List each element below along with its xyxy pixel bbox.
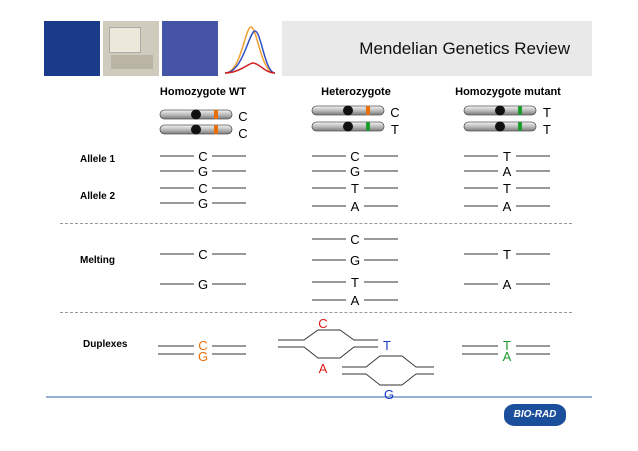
- chromosome-mut-top: [463, 105, 537, 116]
- base-melting-het-2: G: [349, 253, 361, 268]
- base-allele1-wt-bottom: G: [197, 164, 209, 179]
- base-melting-het-3: T: [351, 275, 359, 290]
- base-allele2-het-top: T: [351, 181, 359, 196]
- chromosome-label-mut-top: T: [543, 105, 551, 120]
- base-melting-mut-2: A: [502, 277, 512, 292]
- column-header-mut: Homozygote mutant: [455, 86, 561, 98]
- row-label-allele2: Allele 2: [80, 191, 116, 202]
- chromosome-mut-bottom: [463, 121, 537, 132]
- separator-2: [60, 312, 572, 313]
- chromosome-wt-top: [159, 109, 233, 120]
- base-allele2-mut-top: T: [503, 181, 511, 196]
- row-label-allele1: Allele 1: [80, 154, 116, 165]
- chromosome-label-het-bottom: T: [391, 122, 399, 137]
- base-duplex-het-t: T: [383, 338, 391, 353]
- base-allele2-wt-top: C: [198, 181, 208, 196]
- base-duplex-wt-top: C: [198, 338, 208, 353]
- base-duplex-het-a: A: [318, 361, 328, 376]
- column-header-wt: Homozygote WT: [159, 86, 247, 98]
- base-allele1-het-bottom: G: [349, 164, 361, 179]
- row-label-duplexes: Duplexes: [83, 339, 128, 350]
- base-duplex-wt-bottom: G: [197, 349, 209, 364]
- chromosome-label-mut-bottom: T: [543, 122, 551, 137]
- base-melting-het-1: C: [350, 232, 360, 247]
- base-allele2-mut-bottom: A: [502, 199, 512, 214]
- base-melting-mut-1: T: [503, 247, 511, 262]
- chromosome-label-wt-bottom: C: [238, 126, 248, 141]
- bio-rad-logo: BIO-RAD: [504, 404, 566, 426]
- base-allele1-wt-top: C: [198, 149, 208, 164]
- base-melting-wt-2: G: [197, 277, 209, 292]
- base-duplex-mut-bottom: A: [502, 349, 512, 364]
- base-allele2-wt-bottom: G: [197, 196, 209, 211]
- base-duplex-het-g: G: [383, 387, 395, 402]
- header-image-blue: [162, 21, 218, 76]
- base-allele2-het-bottom: A: [350, 199, 360, 214]
- base-melting-wt-1: C: [198, 247, 208, 262]
- base-duplex-het-c: C: [318, 316, 328, 331]
- header-image-navy: [44, 21, 100, 76]
- header-image-melt-curves: [221, 21, 277, 76]
- row-label-melting: Melting: [80, 255, 115, 266]
- base-allele1-mut-top: T: [503, 149, 511, 164]
- base-allele1-het-top: C: [350, 149, 360, 164]
- base-allele1-mut-bottom: A: [502, 164, 512, 179]
- chromosome-wt-bottom: [159, 124, 233, 135]
- base-duplex-mut-top: T: [503, 338, 511, 353]
- title-bar: Mendelian Genetics Review: [282, 21, 592, 76]
- chromosome-label-wt-top: C: [238, 109, 248, 124]
- base-melting-het-4: A: [350, 293, 360, 308]
- chromosome-het-bottom: [311, 121, 385, 132]
- page-title: Mendelian Genetics Review: [359, 39, 570, 58]
- header-image-instrument: [103, 21, 159, 76]
- column-header-het: Heterozygote: [321, 86, 391, 98]
- separator-1: [60, 223, 572, 224]
- chromosome-label-het-top: C: [390, 105, 400, 120]
- chromosome-het-top: [311, 105, 385, 116]
